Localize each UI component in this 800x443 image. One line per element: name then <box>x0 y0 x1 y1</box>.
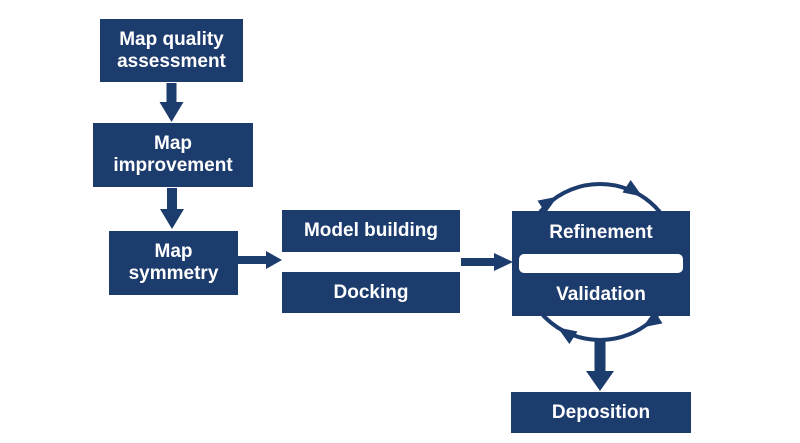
node-map-improvement: Map improvement <box>93 123 253 187</box>
arrow-map-improvement-to-map-symmetry <box>160 188 184 229</box>
arrow-model-building-to-refinement <box>461 253 513 271</box>
refinement-validation-divider-strip <box>519 254 683 273</box>
cycle-arrowhead-top-right-icon <box>622 179 643 197</box>
arrow-map-quality-to-map-improvement <box>159 83 184 122</box>
node-label: Model building <box>303 220 439 241</box>
node-label: Map quality <box>119 28 224 50</box>
node-label: Validation <box>556 283 646 305</box>
cycle-arrowhead-bottom-left-icon <box>557 327 578 345</box>
arrow-validation-to-deposition <box>586 340 614 391</box>
node-label: Deposition <box>551 401 651 423</box>
node-label: Refinement <box>549 221 653 243</box>
node-deposition: Deposition <box>511 392 691 433</box>
node-refinement: Refinement <box>512 211 690 254</box>
node-label: Map <box>154 133 192 154</box>
node-label: Map <box>154 241 193 262</box>
node-map-symmetry: Map symmetry <box>109 231 238 295</box>
node-docking: Docking <box>282 272 460 313</box>
node-label: improvement <box>113 155 233 176</box>
node-label: Docking <box>333 281 409 303</box>
node-model-building: Model building <box>282 210 460 252</box>
node-map-quality-assessment: Map quality assessment <box>100 19 243 82</box>
node-label: symmetry <box>128 263 219 284</box>
arrow-map-symmetry-to-model-building <box>238 251 282 269</box>
node-validation: Validation <box>512 273 690 316</box>
cycle-arrowhead-top-left-icon <box>537 196 558 214</box>
node-label: assessment <box>117 50 226 72</box>
